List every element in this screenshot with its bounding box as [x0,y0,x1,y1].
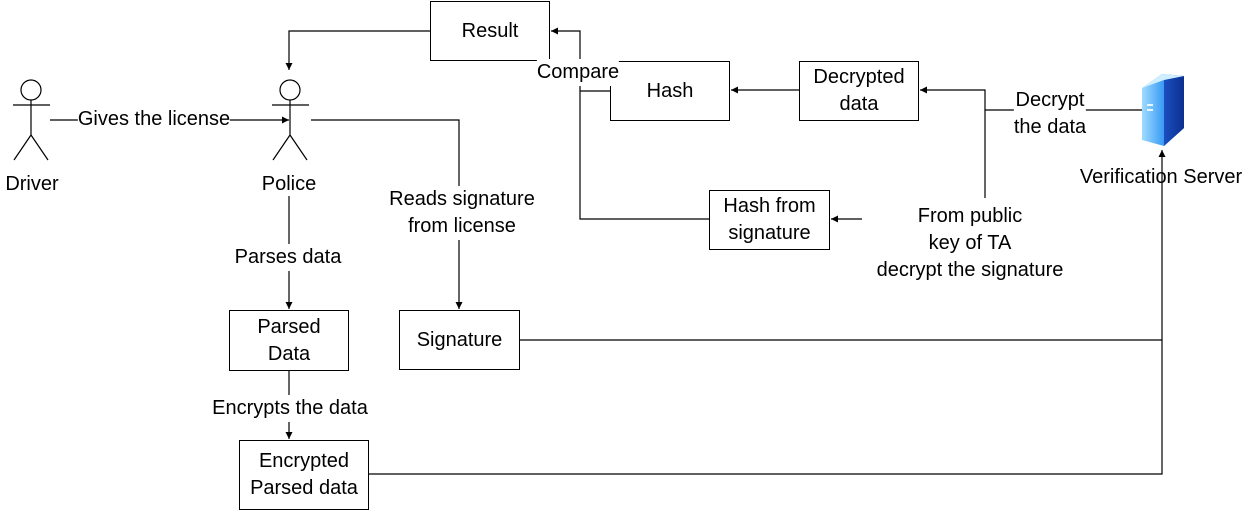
hash-box: Hash [610,61,730,121]
hash-from-signature-text: Hash from signature [723,195,816,244]
encrypted-parsed-data-box: Encrypted Parsed data [239,440,369,510]
decrypt-signature-label: From public key of TA decrypt the signat… [876,203,1064,284]
decrypted-data-text: Decrypted data [813,66,905,115]
driver-label: Driver [5,173,59,195]
signature-box: Signature [399,310,520,370]
result-text: Result [461,19,519,42]
decrypt-data-label: Decrypt the data [1013,87,1087,141]
signature-text: Signature [416,328,503,351]
edge-result-to-police [285,30,430,70]
hash-from-signature-box: Hash from signature [709,190,830,250]
edge-encrypted-to-server [369,340,1163,475]
edge-signature-to-server [520,150,1166,341]
police-label: Police [261,173,317,195]
driver-actor-icon [13,79,50,161]
compare-label: Compare [536,59,620,86]
parsed-data-box: Parsed Data [229,310,349,371]
encrypted-parsed-data-text: Encrypted Parsed data [250,450,358,499]
gives-license-label: Gives the license [77,106,231,133]
result-box: Result [430,1,550,61]
server-label: Verification Server [1079,166,1243,188]
hash-text: Hash [646,79,694,102]
parses-data-label: Parses data [234,244,342,271]
parsed-data-text: Parsed Data [257,315,321,365]
encrypts-data-label: Encrypts the data [212,395,368,422]
edge-police-to-signature [311,119,463,309]
edge-compare-from-hashsig [551,27,709,220]
server-icon [1142,74,1184,146]
police-actor-icon [272,79,309,161]
decrypted-data-box: Decrypted data [799,61,919,121]
reads-signature-label: Reads signature from license [389,186,535,240]
